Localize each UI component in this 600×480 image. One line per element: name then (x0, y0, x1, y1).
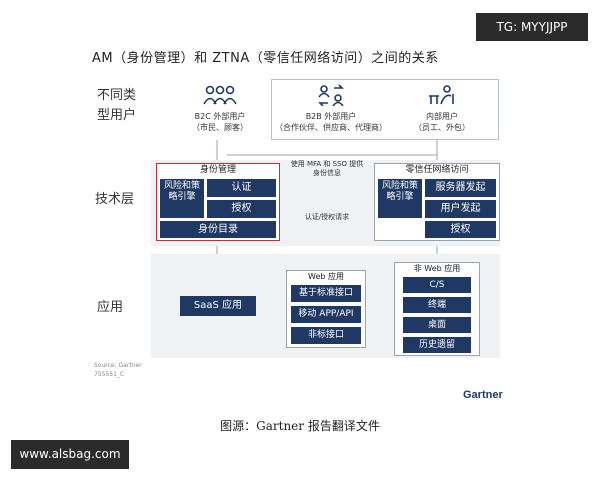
arrow-label-auth-request: 认证/授权请求 (304, 213, 350, 221)
internal-user-group: 内部用户 （员工、外包） (392, 82, 492, 140)
b2c-users-icon (175, 84, 265, 111)
ztna-server-initiated: 服务器发起 (425, 179, 496, 197)
internal-title: 内部用户 (426, 112, 458, 121)
web-apps-title: Web 应用 (308, 272, 344, 281)
iam-authz: 授权 (207, 200, 276, 218)
ztna-user-initiated: 用户发起 (425, 200, 496, 218)
b2c-subtitle: （市民、顾客） (192, 123, 248, 132)
non-web-app-item: 桌面 (403, 317, 471, 333)
diagram-title: AM（身份管理）和 ZTNA（零信任网络访问）之间的关系 (92, 51, 439, 66)
row-label-users: 不同类型用户 (97, 88, 137, 123)
ztna-authz: 授权 (425, 221, 496, 238)
internal-subtitle: （员工、外包） (414, 123, 470, 132)
b2b-exchange-icon (275, 84, 387, 111)
ztna-box: 零信任网络访问 风险和策略引擎 服务器发起 用户发起 授权 (374, 163, 500, 241)
figure-caption: 图源：Gartner 报告翻译文件 (220, 419, 380, 433)
ztna-title: 零信任网络访问 (405, 165, 469, 175)
b2b-title: B2B 外部用户 (305, 112, 357, 121)
non-web-app-item: 历史遗留 (403, 337, 471, 353)
b2b-internal-user-panel (271, 79, 499, 140)
arrow-label-mfa-sso: 使用 MFA 和 SSO 提供身份信息 (290, 160, 364, 177)
non-web-app-item: 终端 (403, 297, 471, 313)
b2c-title: B2C 外部用户 (194, 112, 246, 121)
web-app-item: 基于标准接口 (291, 285, 361, 302)
saas-app: SaaS 应用 (180, 296, 256, 316)
non-web-apps-title: 非 Web 应用 (413, 264, 461, 273)
non-web-apps-group: 非 Web 应用 C/S 终端 桌面 历史遗留 (394, 262, 480, 356)
non-web-app-item: C/S (403, 277, 471, 293)
iam-directory: 身份目录 (160, 221, 276, 238)
b2b-subtitle: （合作伙伴、供应商、代理商） (275, 123, 387, 132)
iam-risk-engine: 风险和策略引擎 (160, 179, 204, 218)
gartner-logo: Gartner (463, 389, 503, 401)
source-label: Source: Gartner (94, 362, 142, 369)
iam-authn: 认证 (207, 179, 276, 197)
row-label-apps: 应用 (97, 300, 124, 315)
watermark-top: TG: MYYJJPP (476, 13, 588, 41)
web-apps-group: Web 应用 基于标准接口 移动 APP/API 非标接口 (286, 270, 366, 348)
web-app-item: 非标接口 (291, 327, 361, 344)
source-id: 755551_C (94, 371, 125, 378)
iam-box: 身份管理 风险和策略引擎 认证 授权 身份目录 (156, 163, 280, 241)
b2c-user-group: B2C 外部用户 （市民、顾客） (175, 82, 265, 140)
watermark-bottom: www.alsbag.com (11, 440, 129, 469)
b2b-user-group: B2B 外部用户 （合作伙伴、供应商、代理商） (275, 82, 387, 140)
internal-desk-icon (392, 84, 492, 111)
web-app-item: 移动 APP/API (291, 306, 361, 323)
ztna-risk-engine: 风险和策略引擎 (378, 179, 422, 218)
iam-title: 身份管理 (199, 165, 236, 175)
row-label-tech: 技术层 (95, 192, 135, 207)
